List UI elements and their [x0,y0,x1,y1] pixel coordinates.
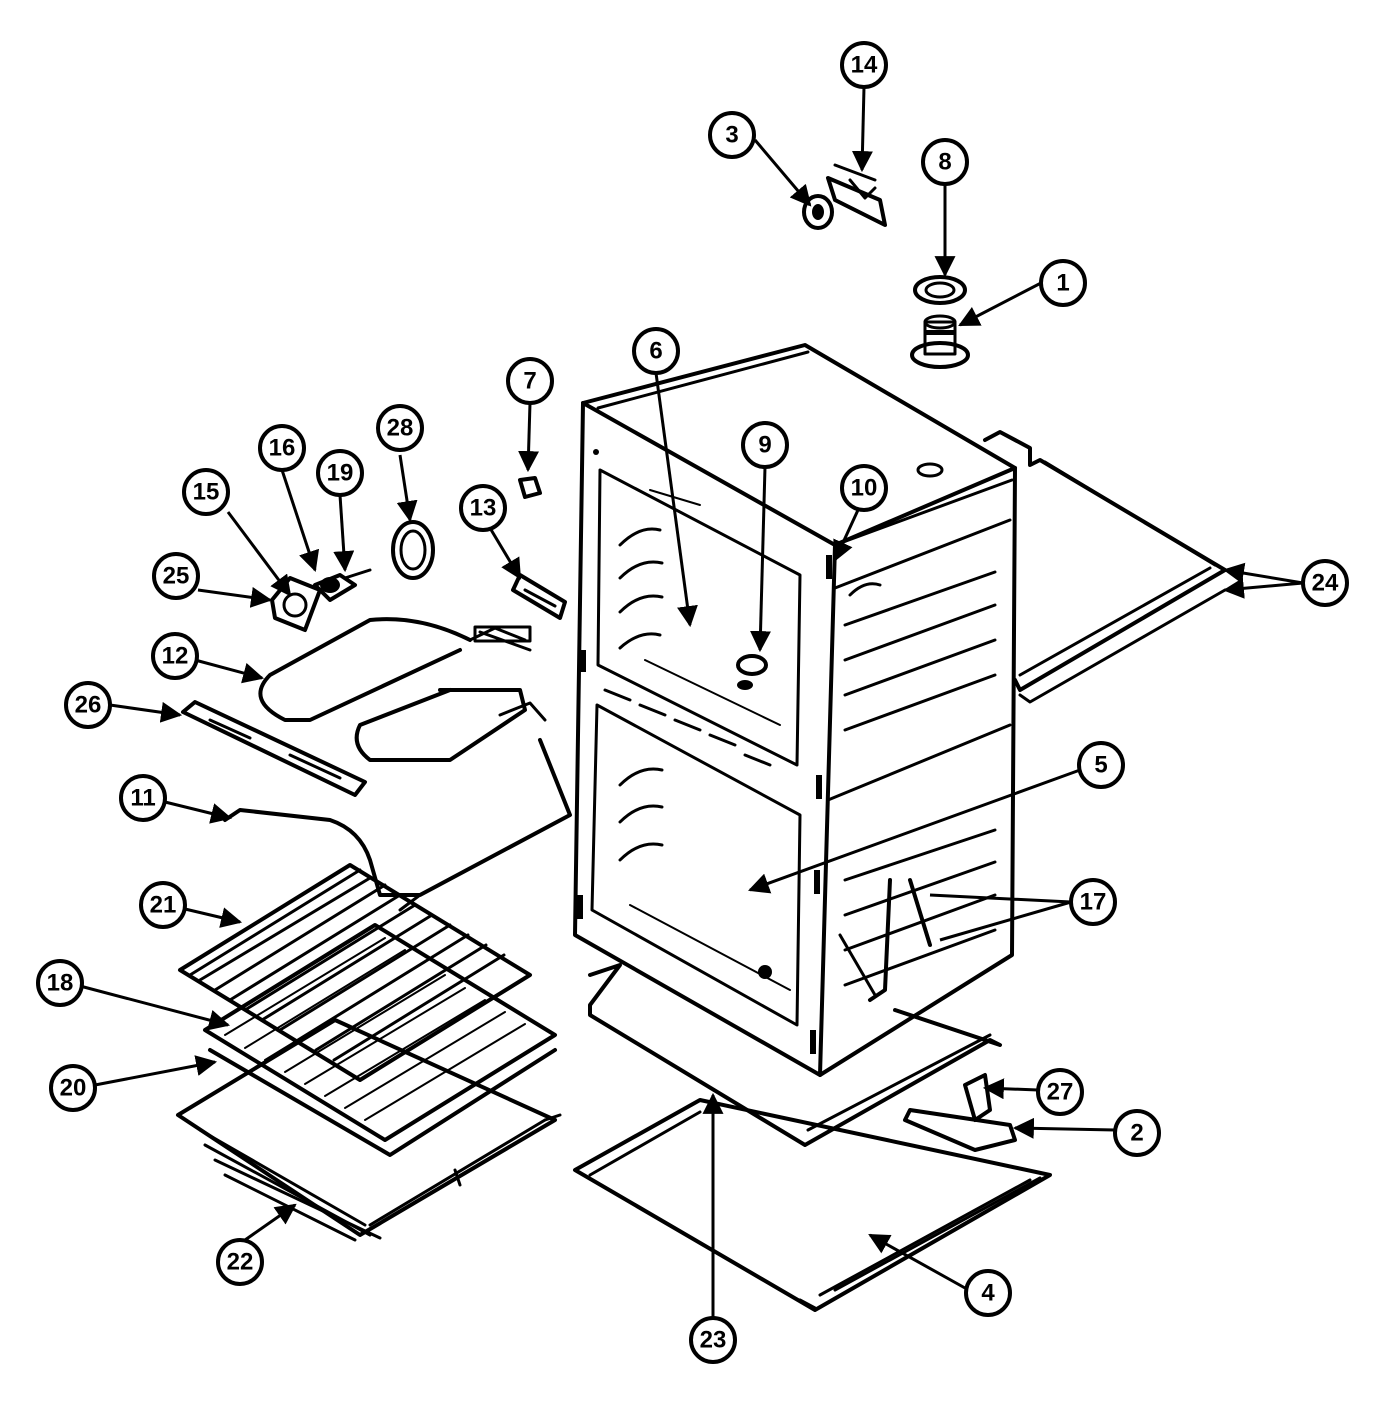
callout-10: 10 [840,464,888,512]
callout-27: 27 [1036,1068,1084,1116]
callout-13: 13 [459,484,507,532]
svg-text:22: 22 [227,1249,254,1276]
callout-16: 16 [258,424,306,472]
svg-text:15: 15 [193,479,220,506]
svg-text:20: 20 [60,1075,87,1102]
callout-24: 24 [1301,559,1349,607]
callout-21: 21 [139,881,187,929]
svg-text:21: 21 [150,892,177,919]
callout-7: 7 [506,357,554,405]
part-9-light-socket [736,654,768,690]
svg-text:23: 23 [700,1327,727,1354]
svg-text:6: 6 [649,338,662,365]
part-12-bake-element [258,617,532,722]
part-14-bracket [826,163,887,227]
svg-text:2: 2 [1130,1120,1143,1147]
svg-text:16: 16 [269,435,296,462]
callout-1: 1 [1039,259,1087,307]
callout-23: 23 [689,1316,737,1364]
callout-19: 19 [316,449,364,497]
part-2-bracket [903,1108,1017,1152]
svg-text:3: 3 [725,122,738,149]
part-28-gasket [391,520,435,580]
svg-text:17: 17 [1080,889,1107,916]
svg-text:8: 8 [938,149,951,176]
callout-14: 14 [840,41,888,89]
svg-text:12: 12 [162,643,189,670]
svg-text:11: 11 [130,785,155,812]
callout-6: 6 [632,327,680,375]
part-22-lower-rack [176,1018,562,1242]
callout-25: 25 [152,552,200,600]
parts-15-16-19-25-thermostat [270,568,372,632]
part-24-side-trim [983,430,1227,704]
callout-3: 3 [708,111,756,159]
part-1-vent-tube [910,314,970,369]
callout-5: 5 [1077,741,1125,789]
part-5-screw [758,965,772,979]
part-3-knob [802,194,834,230]
callout-15: 15 [182,468,230,516]
svg-text:4: 4 [981,1280,995,1307]
part-7-clip [518,476,542,499]
svg-text:10: 10 [851,475,878,502]
callout-17: 17 [1069,878,1117,926]
svg-text:1: 1 [1056,270,1069,297]
callout-9: 9 [741,421,789,469]
callout-12: 12 [151,632,199,680]
part-27-bracket [963,1073,992,1122]
callout-11: 11 [119,774,167,822]
callout-18: 18 [36,959,84,1007]
part-4-bottom-tray [573,1098,1052,1312]
svg-text:19: 19 [327,460,354,487]
part-23-bottom-panel [588,963,1002,1147]
oven-cabinet [573,343,1017,1077]
svg-text:25: 25 [163,563,190,590]
callout-22: 22 [216,1238,264,1286]
part-13-terminal-block [511,573,567,620]
svg-text:7: 7 [523,368,536,395]
callout-20: 20 [49,1064,97,1112]
callout-26: 26 [64,681,112,729]
svg-text:9: 9 [758,432,771,459]
svg-text:26: 26 [75,692,102,719]
svg-text:24: 24 [1312,570,1339,597]
part-11-broil-element [223,688,572,912]
part-17-hinge-spring [838,878,932,1002]
svg-text:18: 18 [47,970,74,997]
svg-text:5: 5 [1094,752,1107,779]
callout-8: 8 [921,138,969,186]
svg-text:28: 28 [387,415,414,442]
svg-text:27: 27 [1047,1079,1074,1106]
svg-text:14: 14 [851,52,878,79]
part-20-broiler-pan [208,1048,557,1157]
leader-lines [79,86,1304,1318]
callout-2: 2 [1113,1109,1161,1157]
svg-text:13: 13 [470,495,497,522]
part-26-element-shield [181,700,367,797]
callout-28: 28 [376,404,424,452]
callout-4: 4 [964,1269,1012,1317]
part-8-vent-ring [913,275,967,305]
